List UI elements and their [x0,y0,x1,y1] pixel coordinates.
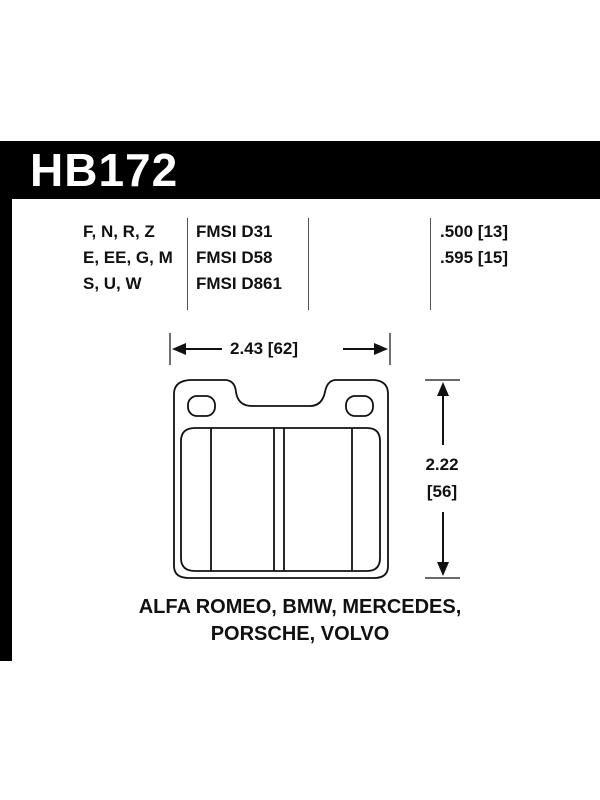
thickness-row: .500 [13] [440,222,509,241]
compound-row: S, U, W [83,274,142,293]
height-arrow-top [437,382,449,396]
thickness-list: .500 [13] .595 [15] [440,219,508,271]
height-inches: 2.22 [425,455,459,474]
brake-pad-outline [173,379,389,579]
height-dimension [425,379,460,579]
part-number-title: HB172 [30,144,179,196]
column-divider [187,218,188,310]
column-divider [430,218,431,310]
friction-material [180,427,381,572]
width-arrow-right [374,343,388,355]
column-divider [308,218,309,310]
height-arrow-bottom [437,562,449,576]
fmsi-row: FMSI D861 [196,274,282,293]
vehicle-applications: ALFA ROMEO, BMW, MERCEDES, PORSCHE, VOLV… [0,594,600,648]
mounting-hole-left [187,395,216,417]
fmsi-row: FMSI D58 [196,248,273,267]
backing-plate [173,379,389,579]
fmsi-row: FMSI D31 [196,222,273,241]
application-line: PORSCHE, VOLVO [210,623,390,645]
compound-row: E, EE, G, M [83,248,173,267]
thickness-row: .595 [15] [440,248,509,267]
mounting-hole-right [345,395,374,417]
fmsi-list: FMSI D31 FMSI D58 FMSI D861 [196,219,282,297]
height-label: 2.22 [56] [418,451,466,505]
header-bar [0,141,600,199]
width-dimension [169,333,391,365]
height-millimeters: [56] [426,482,458,501]
width-arrow-left [172,343,186,355]
width-label: 2.43 [62] [230,339,299,358]
compound-list: F, N, R, Z E, EE, G, M S, U, W [83,219,173,297]
compound-row: F, N, R, Z [83,222,155,241]
left-edge-bar [0,199,12,661]
application-line: ALFA ROMEO, BMW, MERCEDES, [138,596,462,618]
